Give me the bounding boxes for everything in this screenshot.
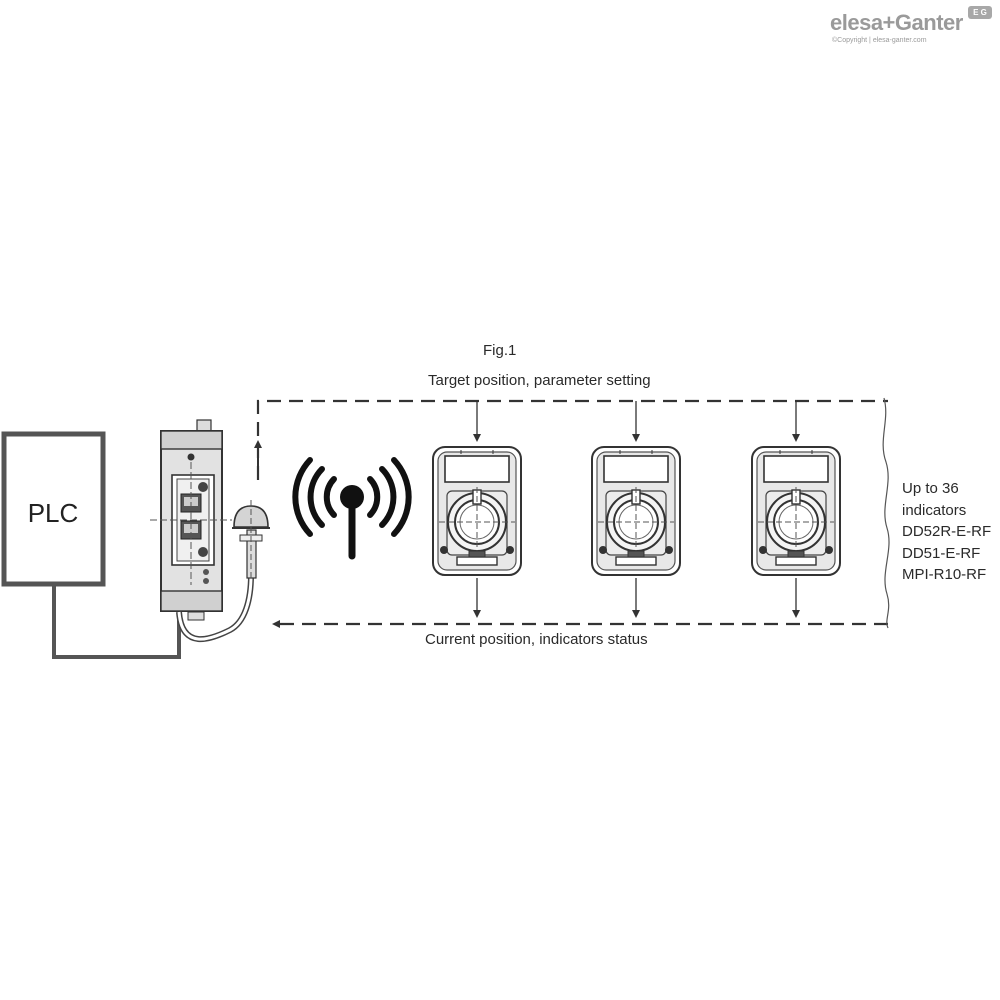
indicator-capacity-note: Up to 36 indicators DD52R-E-RF DD51-E-RF… bbox=[902, 478, 991, 586]
plc-label: PLC bbox=[27, 498, 79, 528]
position-indicator-3 bbox=[751, 401, 841, 618]
brand-name: elesa+Ganter bbox=[830, 10, 963, 35]
brand-logo: elesa+Ganter ©Copyright | elesa-ganter.c… bbox=[830, 6, 996, 46]
copyright-text: ©Copyright | elesa-ganter.com bbox=[832, 37, 927, 44]
brand-badge: E G bbox=[968, 6, 992, 19]
position-indicator-2 bbox=[591, 401, 681, 618]
note-line: indicators bbox=[902, 501, 967, 519]
note-line: MPI-R10-RF bbox=[902, 566, 987, 583]
plc-cable bbox=[52, 584, 181, 659]
figure-caption: Fig.1 bbox=[483, 342, 517, 359]
bottom-flow-label: Current position, indicators status bbox=[425, 631, 648, 648]
note-line: Up to 36 bbox=[902, 480, 959, 497]
position-indicator-1 bbox=[432, 401, 522, 618]
antenna-icon bbox=[232, 500, 270, 580]
note-line: DD52R-E-RF bbox=[902, 523, 992, 540]
top-flow-label: Target position, parameter setting bbox=[428, 372, 651, 389]
gateway-unit-icon bbox=[150, 419, 232, 621]
wireless-signal-icon bbox=[292, 457, 412, 560]
note-line: DD51-E-RF bbox=[902, 544, 981, 562]
plc-box bbox=[1, 431, 106, 587]
